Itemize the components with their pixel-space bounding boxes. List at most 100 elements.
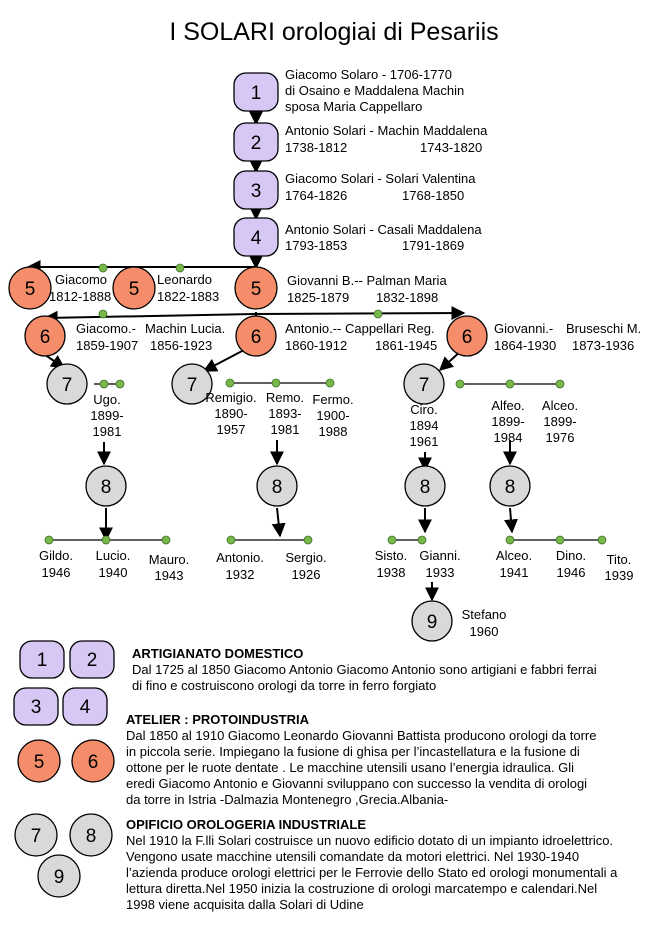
svg-text:4: 4 — [80, 697, 91, 718]
svg-text:1981: 1981 — [271, 422, 300, 437]
svg-text:7: 7 — [31, 826, 42, 847]
svg-text:1864-1930: 1864-1930 — [494, 338, 556, 353]
svg-text:Vengono usate macchine utensil: Vengono usate macchine utensili comandat… — [126, 849, 579, 864]
svg-text:6: 6 — [88, 752, 99, 773]
page-title: I SOLARI orologiai di Pesariis — [169, 18, 498, 46]
node-gen1: 1 — [233, 72, 279, 112]
node-gen7-a: 7 — [46, 363, 88, 405]
legend-section-1: ARTIGIANATO DOMESTICO Dal 1725 al 1850 G… — [132, 646, 597, 693]
legend-key-5-6: 5 6 — [17, 739, 115, 783]
svg-text:Antonio Solari - Machin Maddal: Antonio Solari - Machin Maddalena — [285, 123, 488, 138]
svg-text:6: 6 — [462, 327, 473, 348]
svg-text:1984: 1984 — [494, 430, 523, 445]
svg-text:1926: 1926 — [292, 567, 321, 582]
svg-text:6: 6 — [40, 327, 51, 348]
svg-text:9: 9 — [54, 867, 65, 888]
svg-text:Leonardo: Leonardo — [157, 272, 212, 287]
node-gen6-giacomo: 6 — [24, 315, 66, 357]
svg-text:8: 8 — [505, 477, 516, 498]
svg-text:5: 5 — [129, 279, 140, 300]
node-gen8-d: 8 — [489, 465, 531, 507]
svg-text:Giacomo.-: Giacomo.- — [76, 321, 136, 336]
svg-text:1860-1912: 1860-1912 — [285, 338, 347, 353]
svg-text:Bruseschi M.: Bruseschi M. — [566, 321, 641, 336]
svg-text:OPIFICIO OROLOGERIA INDUSTRI: OPIFICIO OROLOGERIA INDUSTRIALE — [126, 817, 366, 832]
svg-text:di Osaino e Maddalena Machin: di Osaino e Maddalena Machin — [285, 83, 464, 98]
svg-text:1988: 1988 — [319, 424, 348, 439]
gen4-label: Antonio Solari - Casali Maddalena 1793-1… — [285, 222, 482, 253]
gen2-label: Antonio Solari - Machin Maddalena 1738-1… — [285, 123, 488, 155]
gen3-label: Giacomo Solari - Solari Valentina 1764-1… — [285, 171, 476, 203]
node-gen5-giovanni: 5 — [234, 266, 278, 310]
svg-text:1738-1812: 1738-1812 — [285, 140, 347, 155]
svg-text:1893-: 1893- — [268, 406, 301, 421]
svg-text:2: 2 — [87, 650, 98, 671]
svg-text:Alceo.: Alceo. — [496, 548, 532, 563]
svg-text:1940: 1940 — [99, 565, 128, 580]
svg-text:6: 6 — [251, 327, 262, 348]
svg-text:Alceo.: Alceo. — [542, 398, 578, 413]
svg-text:5: 5 — [251, 279, 262, 300]
svg-text:5: 5 — [34, 752, 45, 773]
svg-text:Alfeo.: Alfeo. — [491, 398, 524, 413]
svg-text:2: 2 — [251, 133, 262, 154]
legend-key-7-9: 7 8 9 — [14, 813, 113, 898]
svg-text:7: 7 — [187, 375, 198, 396]
svg-text:sposa Maria Cappellaro: sposa Maria Cappellaro — [285, 99, 422, 114]
node-gen5-leonardo: 5 — [112, 266, 156, 310]
svg-text:1825-1879: 1825-1879 — [287, 290, 349, 305]
svg-text:1812-1888: 1812-1888 — [49, 289, 111, 304]
svg-text:Tito.: Tito. — [607, 552, 632, 567]
svg-text:8: 8 — [272, 477, 283, 498]
svg-text:1894: 1894 — [410, 418, 439, 433]
svg-text:da torre in Istria -Dalmazia M: da torre in Istria -Dalmazia Montenegro … — [126, 792, 448, 807]
svg-text:1768-1850: 1768-1850 — [402, 188, 464, 203]
node-gen4: 4 — [233, 217, 279, 257]
svg-text:Ciro.: Ciro. — [410, 402, 437, 417]
svg-text:Gildo.: Gildo. — [39, 548, 73, 563]
svg-text:1822-1883: 1822-1883 — [157, 289, 219, 304]
node-gen7-b: 7 — [171, 363, 213, 405]
gen5-labels: Giacomo 1812-1888 Leonardo 1822-1883 Gio… — [49, 272, 447, 305]
svg-text:1856-1923: 1856-1923 — [150, 338, 212, 353]
svg-text:Remo.: Remo. — [266, 390, 304, 405]
svg-text:8: 8 — [86, 826, 97, 847]
svg-text:Nel 1910 la F.lli Solari costr: Nel 1910 la F.lli Solari costruisce un n… — [126, 833, 613, 848]
node-gen7-c: 7 — [403, 363, 445, 405]
svg-text:1899-: 1899- — [90, 408, 123, 423]
svg-text:1932: 1932 — [226, 567, 255, 582]
svg-text:1943: 1943 — [155, 568, 184, 583]
legend-section-2: ATELIER : PROTOINDUSTRIA Dal 1850 al 191… — [126, 712, 596, 807]
svg-text:Stefano: Stefano — [462, 607, 507, 622]
svg-text:1764-1826: 1764-1826 — [285, 188, 347, 203]
svg-text:Giacomo: Giacomo — [55, 272, 107, 287]
svg-text:1859-1907: 1859-1907 — [76, 338, 138, 353]
svg-text:Dal 1725 al 1850 Giacomo Anton: Dal 1725 al 1850 Giacomo Antonio Giacomo… — [132, 662, 597, 677]
svg-text:ARTIGIANATO DOMESTICO: ARTIGIANATO DOMESTICO — [132, 646, 303, 661]
svg-text:8: 8 — [420, 477, 431, 498]
svg-text:lettura diretta.Nel 1950 inizi: lettura diretta.Nel 1950 inizia la costr… — [126, 881, 597, 896]
node-gen8-b: 8 — [256, 465, 298, 507]
svg-text:1899-: 1899- — [543, 414, 576, 429]
svg-text:1946: 1946 — [42, 565, 71, 580]
svg-text:1941: 1941 — [500, 565, 529, 580]
svg-text:di fino e costruiscono orolog: di fino e costruiscono orologi da torre … — [132, 678, 436, 693]
svg-text:1998 viene acquisita dalla Sol: 1998 viene acquisita dalla Solari di Udi… — [126, 897, 364, 912]
svg-text:Machin Lucia.: Machin Lucia. — [145, 321, 225, 336]
svg-text:Giovanni B.-- Palman Maria: Giovanni B.-- Palman Maria — [287, 273, 447, 288]
node-gen8-c: 8 — [404, 465, 446, 507]
node-gen8-a: 8 — [85, 465, 127, 507]
svg-text:Ugo.: Ugo. — [93, 392, 120, 407]
svg-text:ottone per le ruote dentate .: ottone per le ruote dentate . Le macchin… — [126, 760, 574, 775]
svg-text:Gianni.: Gianni. — [419, 548, 460, 563]
svg-text:Giacomo Solaro - 1706-1770: Giacomo Solaro - 1706-1770 — [285, 67, 452, 82]
svg-text:Dal 1850 al 1910 Giacomo Leona: Dal 1850 al 1910 Giacomo Leonardo Giovan… — [126, 728, 596, 743]
svg-text:1873-1936: 1873-1936 — [572, 338, 634, 353]
svg-text:in piccola serie. Impiegano la: in piccola serie. Impiegano la fusione d… — [126, 744, 580, 759]
svg-text:1793-1853: 1793-1853 — [285, 238, 347, 253]
svg-text:3: 3 — [31, 697, 42, 718]
svg-text:1: 1 — [37, 650, 48, 671]
svg-text:7: 7 — [62, 375, 73, 396]
legend-key-1-4: 1 2 3 4 — [13, 640, 115, 726]
